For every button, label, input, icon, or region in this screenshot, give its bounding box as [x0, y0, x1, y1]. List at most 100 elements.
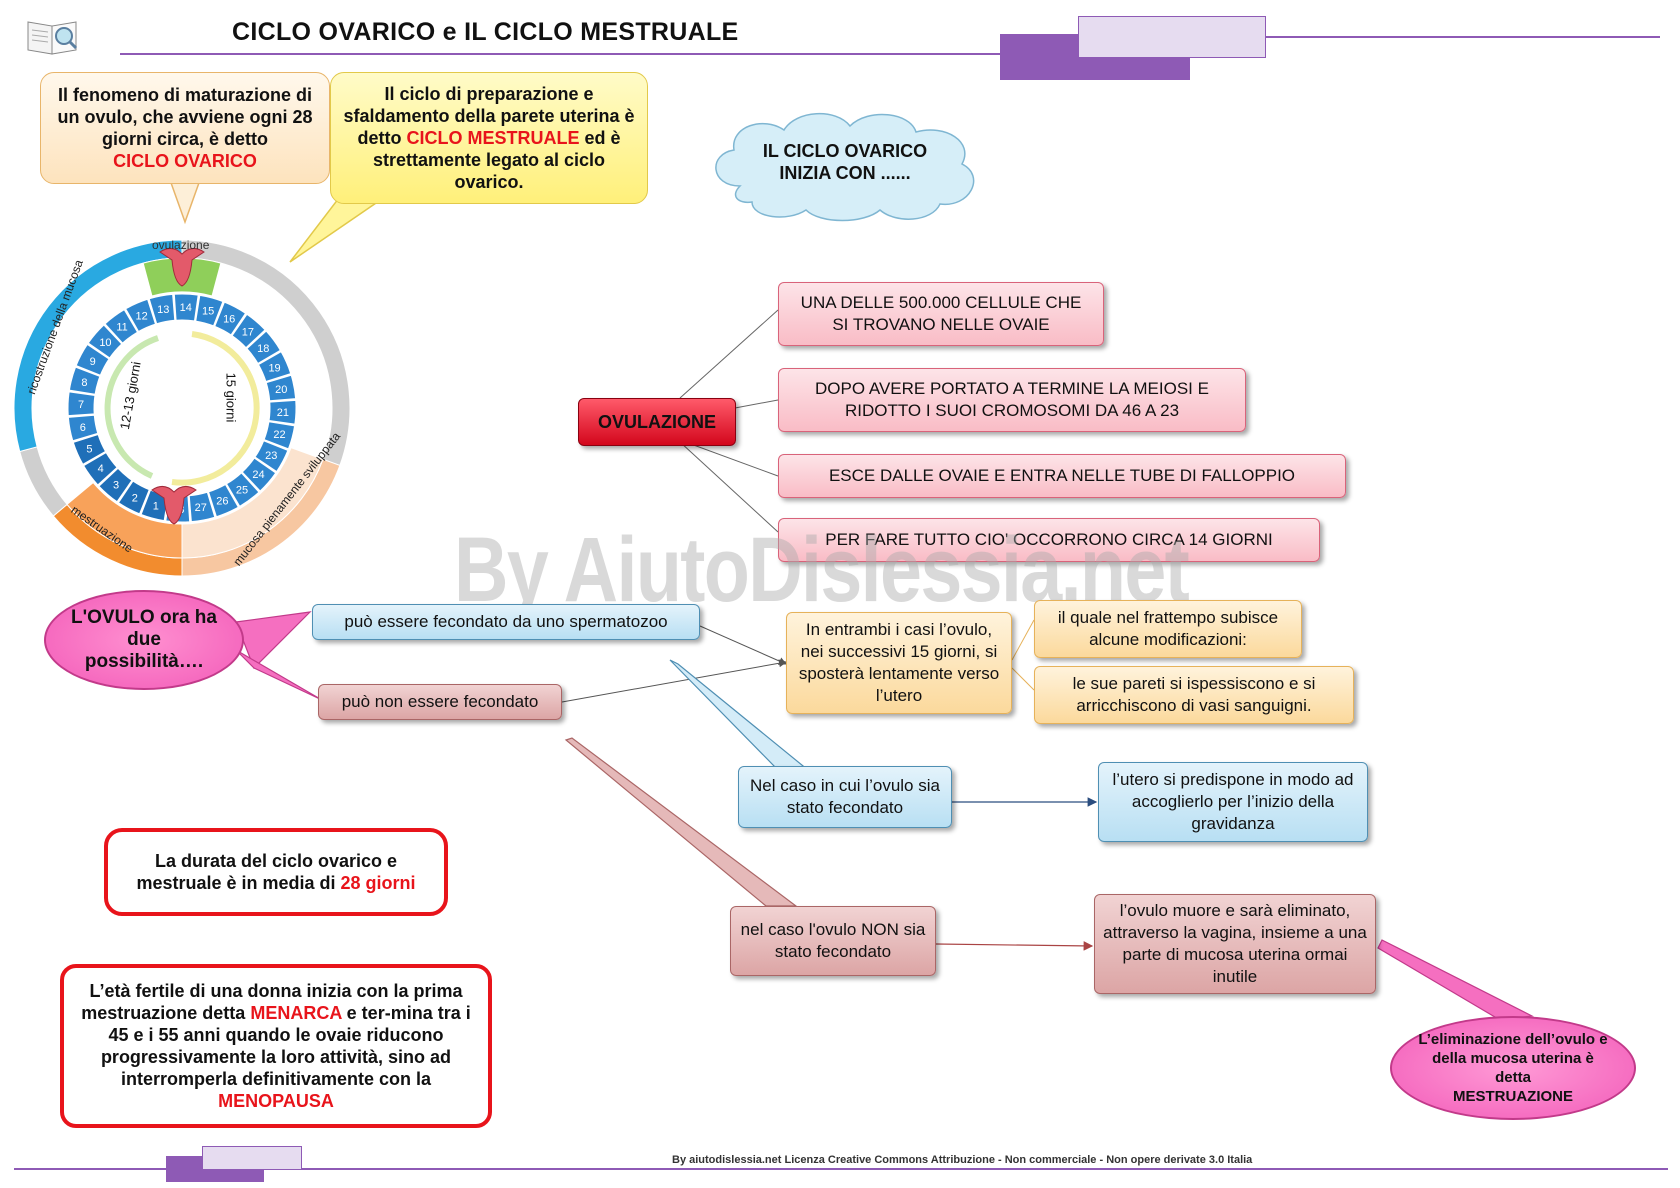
menstrual-cycle-callout: Il ciclo di preparazione e sfaldamento d… [330, 72, 648, 204]
header-rule [120, 53, 1010, 55]
wheel-day-cell-10 [87, 324, 123, 359]
option-not-fertilized: può non essere fecondato [318, 684, 562, 720]
footer-license: By aiutodislessia.net Licenza Creative C… [672, 1154, 1253, 1166]
wheel-day-cell-14 [173, 293, 199, 322]
wheel-arrow-left [104, 335, 159, 479]
menstruation-bubble-term: MESTRUAZIONE [1453, 1088, 1573, 1105]
footer-block-light [202, 1146, 302, 1170]
wheel-day-label-21: 21 [277, 407, 289, 419]
wheel-day-cell-22 [263, 421, 296, 450]
wheel-day-label-14: 14 [180, 302, 192, 314]
wheel-day-label-1: 1 [153, 501, 159, 513]
wheel-day-cell-13 [148, 293, 176, 325]
case-not-fertilized-box: nel caso l'ovulo NON sia stato fecondato [730, 906, 936, 976]
wheel-day-label-16: 16 [223, 314, 235, 326]
fertile-text-b: e ter-mina tra i 45 e i 55 anni quando l… [100, 1003, 471, 1089]
wheel-day-label-10: 10 [99, 337, 111, 349]
fertile-text-a: L’età fertile di una donna inizia con la… [81, 981, 463, 1023]
wheel-day-label-12: 12 [135, 310, 147, 322]
footer-rule [14, 1168, 1668, 1170]
cloud-shape [700, 106, 990, 224]
wheel-day-label-11: 11 [116, 322, 127, 334]
wheel-day-label-22: 22 [273, 429, 285, 441]
menopausa-term: MENOPAUSA [218, 1091, 334, 1111]
wheel-day-cell-24 [241, 457, 277, 492]
wheel-day-cell-8 [68, 366, 101, 395]
ovarian-cycle-text: Il fenomeno di maturazione di un ovulo, … [57, 85, 313, 149]
wheel-day-label-26: 26 [216, 496, 228, 508]
book-magnifier-icon [26, 16, 80, 56]
wheel-day-cell-23 [254, 440, 289, 473]
wheel-day-label-20: 20 [275, 384, 287, 396]
option-fertilized: può essere fecondato da uno spermatozoo [312, 604, 700, 640]
wheel-day-label-3: 3 [113, 480, 119, 492]
wheel-day-cell-27 [188, 491, 216, 523]
header-block-light [1078, 16, 1266, 58]
case-fertilized-box: Nel caso in cui l’ovulo sia stato fecond… [738, 766, 952, 828]
wheel-outer-ring-blue [13, 239, 183, 453]
wheel-day-label-5: 5 [86, 443, 92, 455]
menstrual-cycle-term: CICLO MESTRUALE [406, 128, 580, 148]
wheel-day-cell-12 [125, 298, 157, 333]
uterus-icon-bottom [151, 486, 197, 525]
ovulation-item-3: ESCE DALLE OVAIE E ENTRA NELLE TUBE DI F… [778, 454, 1346, 498]
page-title: CICLO OVARICO e IL CICLO MESTRUALE [232, 18, 739, 46]
wheel-day-cell-3 [98, 467, 133, 503]
ovarian-cycle-callout: Il fenomeno di maturazione di un ovulo, … [40, 72, 330, 184]
wheel-arrow-right [171, 331, 260, 486]
wheel-day-label-8: 8 [81, 377, 87, 389]
ovulation-item-1: UNA DELLE 500.000 CELLULE CHE SI TROVANO… [778, 282, 1104, 346]
duration-value: 28 giorni [340, 873, 416, 893]
wheel-day-cell-4 [83, 451, 118, 486]
menstruation-bubble-text: L’eliminazione dell’ovulo e della mucosa… [1418, 1031, 1608, 1086]
wheel-day-cell-21 [268, 399, 297, 425]
wheel-day-label-17: 17 [242, 326, 254, 338]
wheel-day-cell-11 [104, 309, 139, 344]
menstrual-cycle-text-b: ed è strettamente legato al ciclo ovaric… [372, 128, 621, 192]
menstruation-bubble: L’eliminazione dell’ovulo e della mucosa… [1390, 1016, 1636, 1120]
wheel-day-cell-20 [265, 374, 297, 402]
wheel-day-label-6: 6 [80, 422, 86, 434]
wheel-center [95, 321, 269, 495]
walls-box: le sue pareti si ispessiscono e si arric… [1034, 666, 1354, 724]
menarca-term: MENARCA [250, 1003, 342, 1023]
fertile-age-box: L’età fertile di una donna inizia con la… [60, 964, 492, 1128]
wheel-day-label-18: 18 [257, 343, 269, 355]
ovulation-item-4: PER FARE TUTTO CIO' OCCORRONO CIRCA 14 G… [778, 518, 1320, 562]
wheel-day-label-15: 15 [202, 305, 214, 317]
wheel-day-cell-19 [257, 351, 292, 383]
wheel-day-cell-25 [225, 472, 260, 507]
duration-box: La durata del ciclo ovarico e mestruale … [104, 828, 448, 916]
wheel-day-label-23: 23 [265, 450, 277, 462]
wheel-day-label-24: 24 [252, 469, 264, 481]
wheel-day-label-9: 9 [90, 356, 96, 368]
uterus-icon-top [159, 248, 205, 287]
wheel-day-label-25: 25 [236, 484, 248, 496]
wheel-arc-top: ovulazione [152, 238, 210, 252]
wheel-day-cell-17 [231, 313, 266, 349]
wheel-day-cell-6 [67, 414, 99, 442]
wheel-day-cell-26 [207, 483, 239, 518]
wheel-day-label-13: 13 [157, 304, 169, 316]
wheel-day-label-4: 4 [98, 463, 104, 475]
wheel-day-label-2: 2 [132, 492, 138, 504]
menstrual-cycle-text-a: Il ciclo di preparazione e sfaldamento d… [343, 84, 635, 148]
wheel-day-cell-16 [214, 301, 247, 336]
wheel-day-cell-2 [117, 480, 150, 515]
duration-text: La durata del ciclo ovarico e mestruale … [136, 851, 398, 893]
uterus-ready-box: l’utero si predispone in modo ad accogli… [1098, 762, 1368, 842]
wheel-middle-ring-orange [66, 481, 183, 559]
cloud-text: IL CICLO OVARICO INIZIA CON ...... [762, 141, 928, 183]
wheel-day-cell-5 [72, 433, 107, 465]
ovum-dies-box: l’ovulo muore e sarà eliminato, attraver… [1094, 894, 1376, 994]
wheel-day-label-27: 27 [195, 502, 207, 514]
both-cases-box: In entrambi i casi l’ovulo, nei successi… [786, 612, 1012, 714]
wheel-day-cell-18 [246, 330, 281, 365]
wheel-day-cell-7 [67, 391, 96, 417]
wheel-day-cell-9 [75, 343, 110, 376]
ovulo-bubble: L'OVULO ora ha due possibilità…. [44, 590, 244, 690]
header-rule-right [1262, 36, 1660, 38]
wheel-day-cell-15 [195, 294, 224, 327]
